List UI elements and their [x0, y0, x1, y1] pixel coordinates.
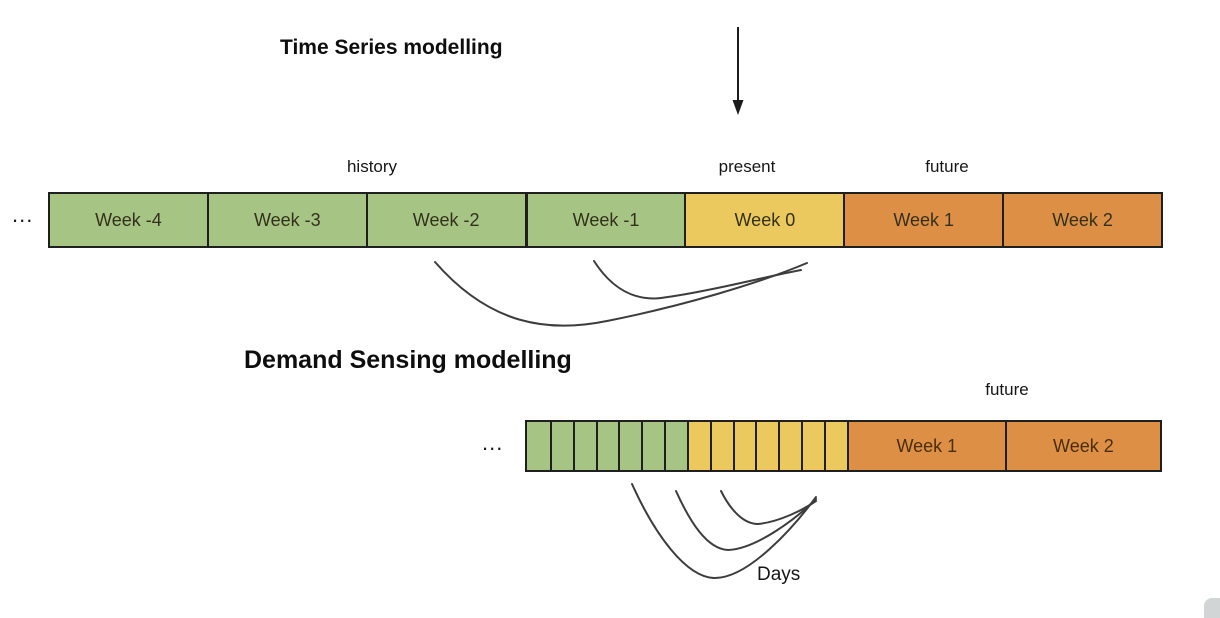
time-series-week-row: Week -4 Week -3 Week -2 Week -1 Week 0 W…	[48, 192, 1163, 248]
history-label: history	[346, 157, 398, 176]
demand-sensing-row: Week 1 Week 2	[525, 420, 1162, 472]
week-cell-minus-4: Week -4	[50, 194, 207, 246]
week-cell-minus-3: Week -3	[206, 194, 366, 246]
week-cell-1: Week 1	[843, 194, 1003, 246]
days-swoosh-mid	[675, 490, 817, 552]
day-cell-green	[527, 422, 550, 470]
day-cell-green	[572, 422, 596, 470]
ds-week-cell-2: Week 2	[1004, 422, 1160, 470]
day-cell-yellow	[778, 422, 802, 470]
day-cell-yellow	[709, 422, 733, 470]
week-cell-2: Week 2	[1002, 194, 1162, 246]
week-cell-minus-2: Week -2	[365, 194, 525, 246]
day-cell-yellow	[755, 422, 779, 470]
days-label: Days	[757, 564, 801, 585]
day-cell-green	[549, 422, 573, 470]
present-label: present	[718, 157, 776, 176]
day-cell-green	[641, 422, 665, 470]
time-series-title: Time Series modelling	[280, 36, 503, 59]
week-cell-0: Week 0	[684, 194, 844, 246]
day-cell-yellow	[801, 422, 824, 470]
day-cell-green	[618, 422, 642, 470]
present-arrow-icon	[732, 27, 744, 115]
demand-sensing-title: Demand Sensing modelling	[244, 346, 572, 374]
time-series-continuation-ellipsis: ...	[12, 202, 34, 227]
day-cell-green	[664, 422, 687, 470]
future-label-demand-sensing: future	[985, 380, 1029, 399]
future-label-time-series: future	[925, 157, 969, 176]
history-swoosh-long	[434, 261, 808, 327]
day-cell-green	[595, 422, 619, 470]
day-cell-yellow	[823, 422, 847, 470]
demand-sensing-continuation-ellipsis: ...	[482, 430, 504, 455]
day-cell-yellow	[686, 422, 710, 470]
history-swoosh-short	[593, 260, 802, 300]
days-swoosh-short	[720, 490, 817, 526]
ds-week-cell-1: Week 1	[846, 422, 1005, 470]
page-corner-artifact	[1204, 598, 1220, 618]
day-cell-yellow	[732, 422, 756, 470]
week-cell-minus-1: Week -1	[524, 194, 685, 246]
